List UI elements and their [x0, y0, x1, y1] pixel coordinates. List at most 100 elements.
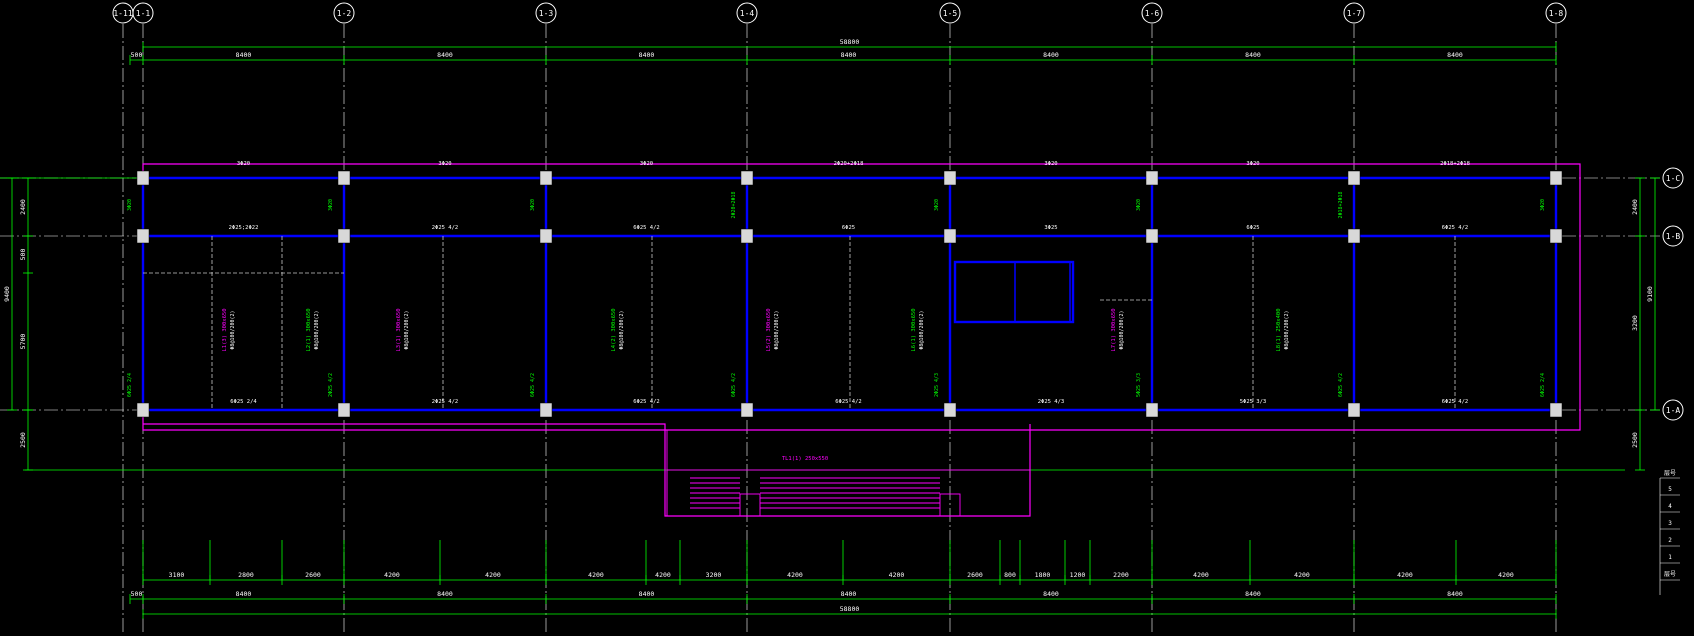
axis-bubble-1-C — [1662, 167, 1684, 189]
dim-bottom-detail-text-12: 1800 — [1035, 571, 1051, 579]
axis-label-1-4: 1-4 — [740, 9, 755, 18]
beam-a-label-3: 6Φ25 4/2 — [835, 399, 862, 405]
dim-bottom-bays-text-6: 8400 — [1245, 590, 1261, 598]
dim-left-bottom-text-0: 2500 — [19, 432, 27, 448]
column-1-5-1-B — [943, 228, 957, 244]
span-stirrup-6: Φ8@100/200(2) — [1119, 310, 1125, 349]
span-callout-7: L8(1) 250x400 — [1276, 308, 1282, 351]
col-label-bot-6: 6Φ25 4/2 — [1338, 373, 1344, 397]
col-label-top-1: 3Φ20 — [328, 199, 334, 211]
axis-label-1-1: 1-1 — [136, 9, 151, 18]
axis-label-1-8: 1-8 — [1549, 9, 1564, 18]
col-label-top-3: 2Φ20+2Φ18 — [731, 191, 737, 218]
dim-right-total-text-0: 9100 — [1646, 286, 1654, 302]
span-callout-4: L5(2) 300x650 — [766, 308, 772, 351]
dim-bottom-detail-text-5: 4200 — [588, 571, 604, 579]
column-1-7-1-C — [1347, 170, 1361, 186]
beam-a-label-4: 2Φ25 4/3 — [1038, 399, 1065, 405]
column-1-1-1-C — [136, 170, 150, 186]
dimension-lines — [0, 42, 1660, 619]
axis-label-1-2: 1-2 — [337, 9, 352, 18]
span-stirrup-7: Φ8@100/200(2) — [1284, 310, 1290, 349]
beam-top-label-1: 3Φ20 — [438, 161, 451, 167]
axis-bubble-1-1 — [132, 2, 154, 24]
column-1-6-1-A — [1145, 402, 1159, 418]
axis-label-1-A: 1-A — [1666, 406, 1681, 415]
dim-bottom-bays-text-7: 8400 — [1447, 590, 1463, 598]
dim-bottom-detail-text-4: 4200 — [485, 571, 501, 579]
beam-a-label-1: 2Φ25 4/2 — [432, 399, 459, 405]
beam-a-label-2: 6Φ25 4/2 — [633, 399, 660, 405]
dim-left-parts-text-0: 2400 — [19, 199, 27, 215]
span-callout-6: L7(1) 300x650 — [1111, 308, 1117, 351]
column-1-7-1-A — [1347, 402, 1361, 418]
span-stirrup-4: Φ8@100/200(2) — [774, 310, 780, 349]
room-beam-2 — [1014, 261, 1071, 323]
dim-bottom-detail-text-2: 2600 — [305, 571, 321, 579]
span-stirrup-3: Φ8@100/200(2) — [619, 310, 625, 349]
axis-label-1-11: 1-11 — [113, 9, 132, 18]
dim-top-bays-text-1: 8400 — [236, 51, 252, 59]
dim-bottom-detail-text-15: 4200 — [1193, 571, 1209, 579]
dim-top-bays-text-3: 8400 — [639, 51, 655, 59]
span-stirrup-5: Φ8@100/200(2) — [919, 310, 925, 349]
legend-title: 层号 — [1664, 470, 1676, 477]
beam-top-label-4: 3Φ20 — [1044, 161, 1057, 167]
dim-bottom-bays-text-1: 8400 — [236, 590, 252, 598]
column-1-5-1-A — [943, 402, 957, 418]
column-1-6-1-B — [1145, 228, 1159, 244]
column-1-8-1-A — [1549, 402, 1563, 418]
col-label-top-2: 3Φ20 — [530, 199, 536, 211]
beam-b-label-1: 2Φ25 4/2 — [432, 225, 459, 231]
span-callout-3: L4(2) 300x650 — [611, 308, 617, 351]
axis-bubble-1-7 — [1343, 2, 1365, 24]
beams — [141, 176, 1558, 412]
dim-bottom-detail-text-6: 4200 — [655, 571, 671, 579]
dim-left-total-text-0: 9400 — [3, 286, 11, 302]
col-label-top-0: 3Φ20 — [127, 199, 133, 211]
beam-top-label-2: 3Φ20 — [640, 161, 653, 167]
beam-top-label-5: 3Φ20 — [1246, 161, 1259, 167]
dim-top-bays-text-5: 8400 — [1043, 51, 1059, 59]
dim-bottom-detail-text-14: 2200 — [1113, 571, 1129, 579]
axis-label-1-B: 1-B — [1666, 232, 1681, 241]
axis-label-1-7: 1-7 — [1347, 9, 1362, 18]
dim-bottom-detail-text-9: 4200 — [889, 571, 905, 579]
beam-a-label-6: 6Φ25 4/2 — [1442, 399, 1469, 405]
dim-bottom-bays-text-4: 8400 — [841, 590, 857, 598]
axis-label-1-5: 1-5 — [943, 9, 958, 18]
span-callout-5: L6(1) 300x650 — [911, 308, 917, 351]
beam-b-label-3: 6Φ25 — [842, 225, 855, 231]
dim-left-parts-text-2: 5700 — [19, 334, 27, 350]
dim-top-bays-text-4: 8400 — [841, 51, 857, 59]
dim-bottom-bays-text-3: 8400 — [639, 590, 655, 598]
col-label-bot-1: 2Φ25 4/2 — [328, 373, 334, 397]
col-label-top-6: 2Φ18+2Φ18 — [1338, 191, 1344, 218]
dim-right-parts-text-1: 3200 — [1631, 315, 1639, 331]
legend-row-3: 2 — [1668, 537, 1672, 544]
dim-bottom-detail-text-18: 4200 — [1498, 571, 1514, 579]
axis-bubble-1-3 — [535, 2, 557, 24]
dim-top-total-text-0: 58800 — [840, 38, 860, 46]
dim-bottom-detail-text-11: 800 — [1004, 571, 1016, 579]
col-label-top-4: 3Φ20 — [934, 199, 940, 211]
columns — [136, 170, 1563, 418]
col-label-bot-2: 6Φ25 4/2 — [530, 373, 536, 397]
axis-bubble-1-B — [1662, 225, 1684, 247]
dim-bottom-detail-text-7: 3200 — [706, 571, 722, 579]
column-1-8-1-B — [1549, 228, 1563, 244]
dim-bottom-detail-text-16: 4200 — [1294, 571, 1310, 579]
column-1-4-1-C — [740, 170, 754, 186]
beam-top-label-6: 2Φ18+2Φ18 — [1440, 161, 1470, 167]
col-label-top-5: 3Φ20 — [1136, 199, 1142, 211]
beam-a-label-0: 6Φ25 2/4 — [230, 399, 257, 405]
beam-b-label-4: 3Φ25 — [1044, 225, 1057, 231]
beam-top-label-3: 2Φ20+2Φ18 — [834, 161, 864, 167]
beam-b-label-0: 2Φ25;2Φ22 — [229, 225, 259, 231]
stair-landing-right — [939, 493, 961, 517]
room-beam-1 — [953, 260, 1075, 324]
col-label-bot-7: 6Φ25 2/4 — [1540, 373, 1546, 397]
beam-top-label-0: 3Φ20 — [237, 161, 250, 167]
